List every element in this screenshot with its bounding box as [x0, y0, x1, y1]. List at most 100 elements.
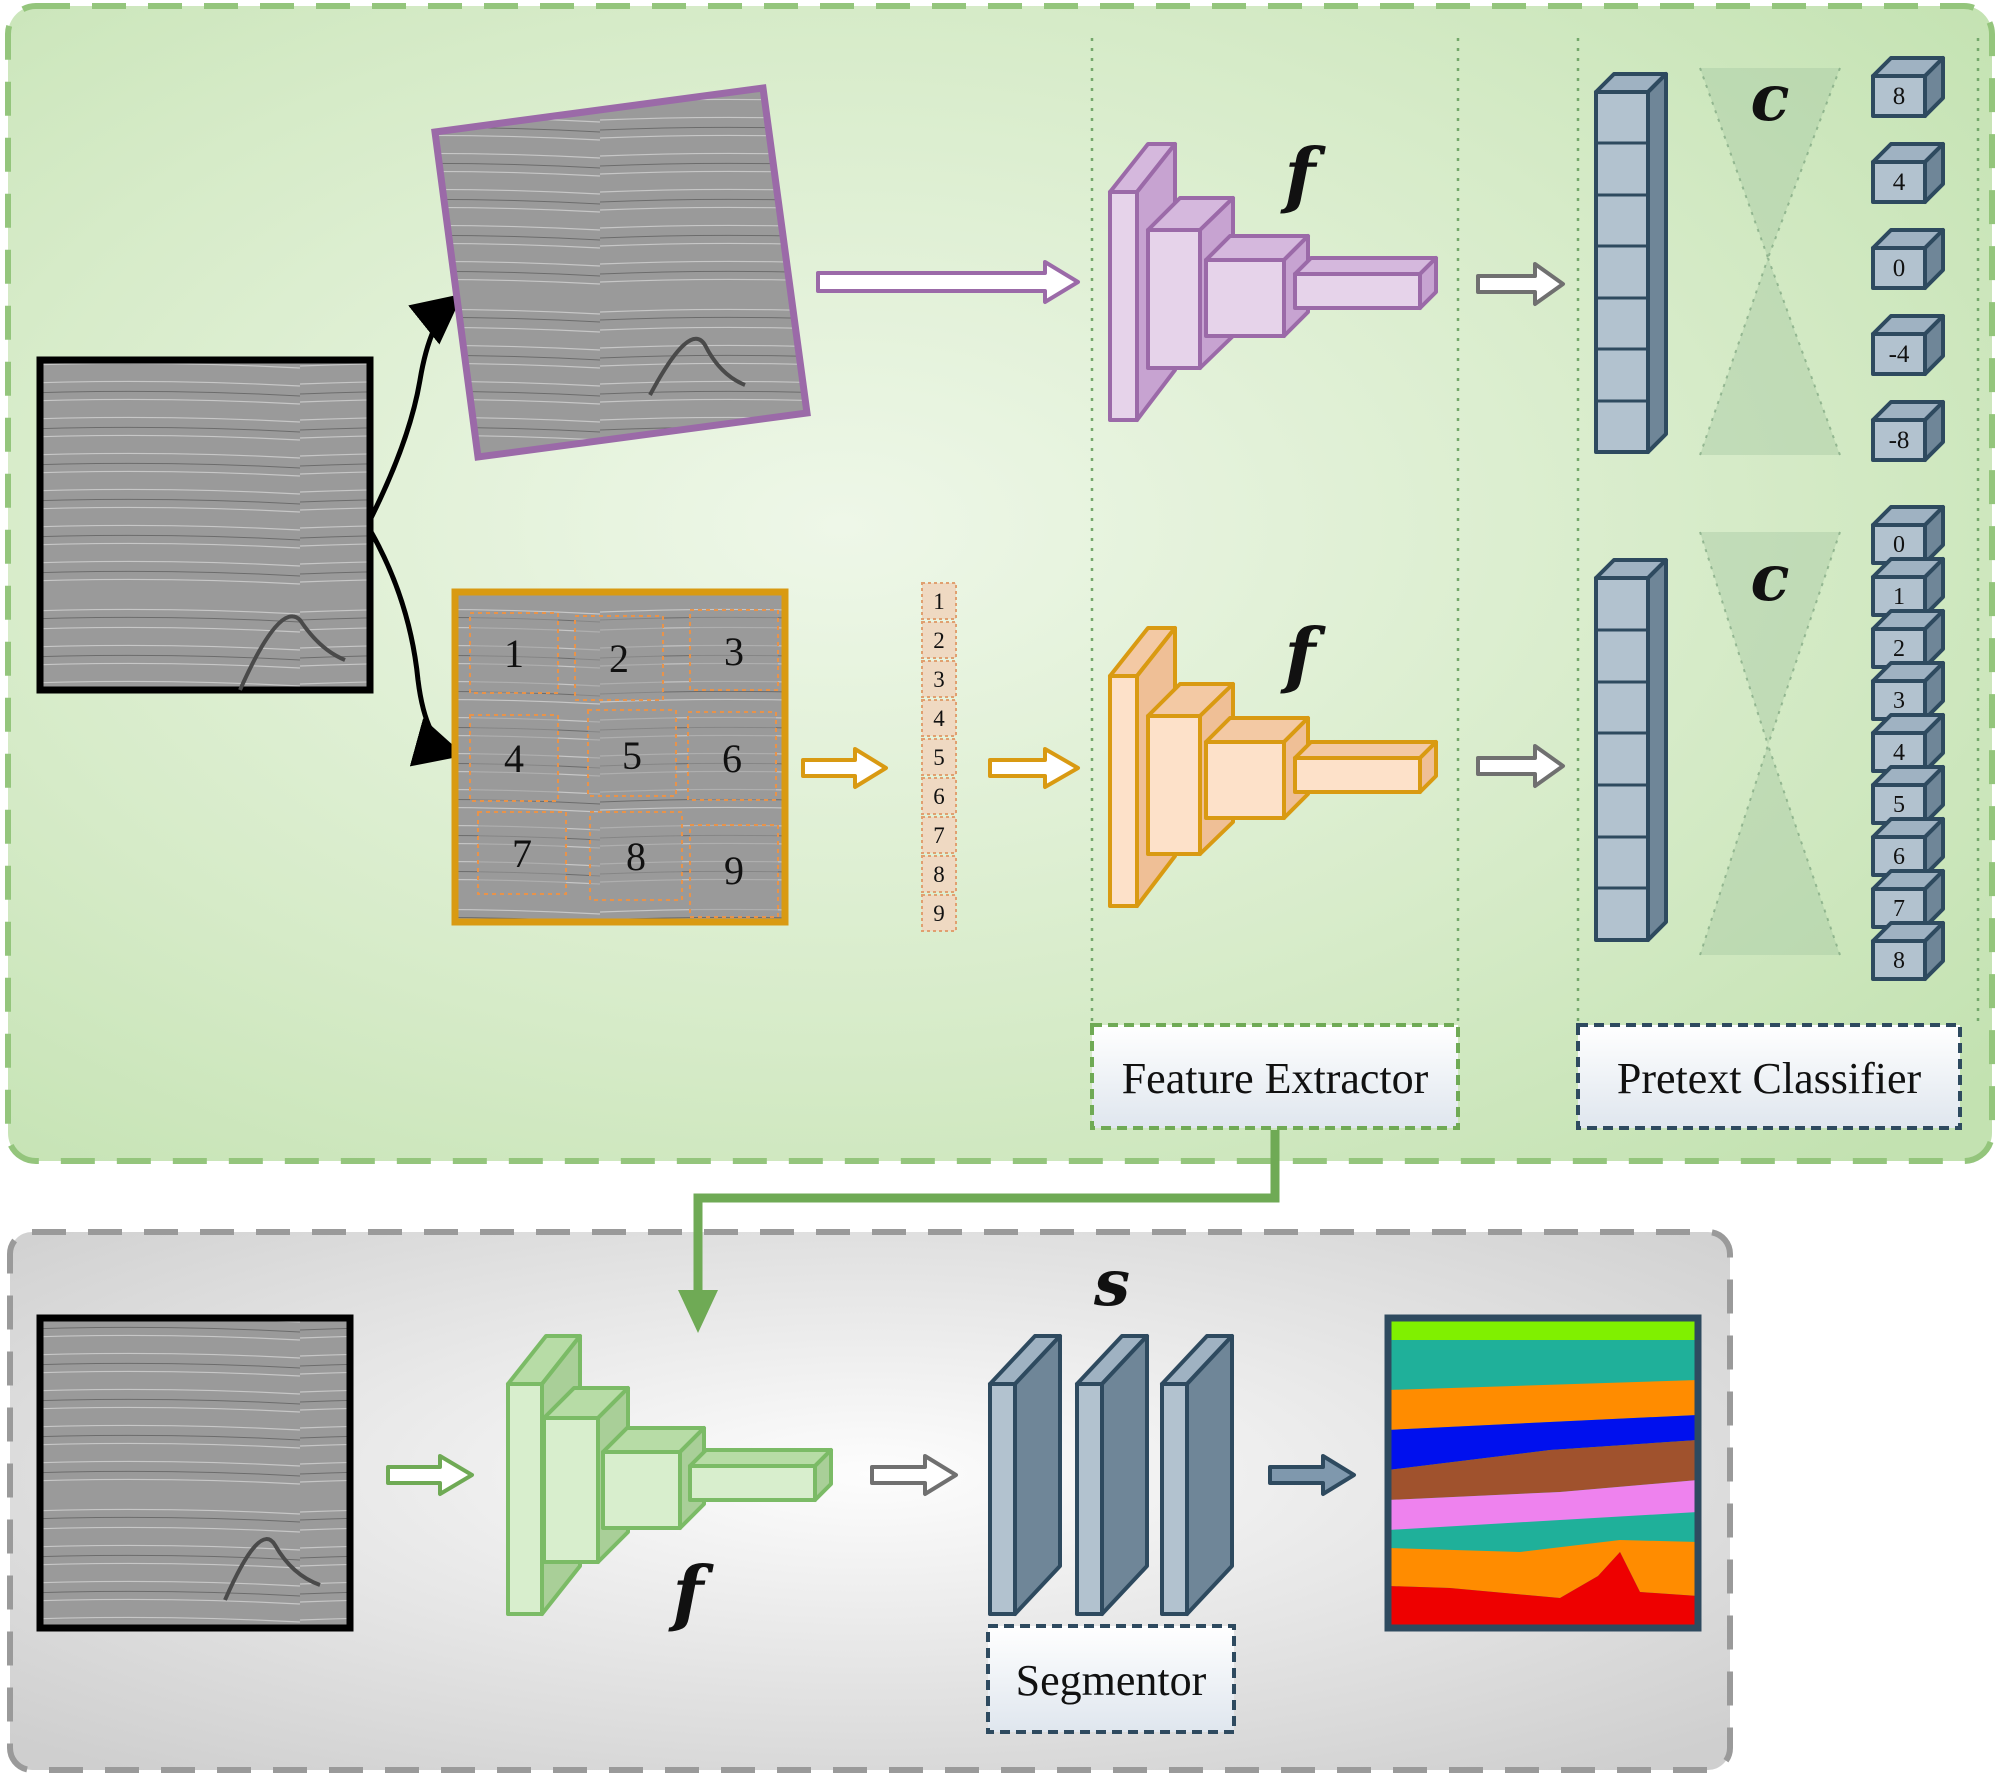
jigsaw-tile — [687, 711, 777, 801]
segmentation-output — [1384, 1314, 1702, 1632]
downstream-stage-panel — [7, 1229, 1733, 1773]
sequence-number: 7 — [933, 823, 945, 848]
permutation-output-cubes — [1871, 505, 1945, 981]
rotation-cube — [1871, 142, 1945, 204]
rotation-classifier-symbol: c — [1751, 61, 1790, 136]
rotation-output-cubes — [1871, 56, 1945, 462]
sequence-number: 9 — [933, 901, 945, 926]
permutation-cube — [1871, 713, 1945, 773]
rotation-label: -4 — [1889, 341, 1910, 368]
feature-extractor-downstream — [506, 1334, 833, 1616]
permutation-label: 4 — [1893, 740, 1905, 766]
permutation-label: 5 — [1893, 792, 1905, 818]
arrow-to-jigsaw — [367, 528, 465, 767]
downstream-input-image — [36, 1314, 354, 1632]
rotation-label: 0 — [1893, 255, 1906, 282]
feature-extractor-jigsaw — [1108, 626, 1438, 908]
jigsaw-tile-number: 9 — [724, 848, 744, 893]
column-separators — [1090, 38, 1980, 1025]
permutation-label: 1 — [1893, 584, 1905, 610]
sequence-number: 8 — [933, 862, 945, 887]
permutation-cube — [1871, 765, 1945, 825]
permutation-label: 2 — [1893, 636, 1905, 662]
segmentor-label: Segmentor — [1016, 1656, 1207, 1705]
downstream-image-fold — [223, 1537, 321, 1601]
downstream-arrow-1 — [386, 1454, 474, 1496]
permutation-cube — [1871, 921, 1945, 981]
arrow-to-rotation — [367, 293, 463, 522]
sequence-number: 1 — [933, 589, 945, 614]
rotation-cube — [1871, 400, 1945, 462]
rotation-cube — [1871, 314, 1945, 376]
rotation-label: 4 — [1893, 169, 1906, 196]
segmentor-layer — [988, 1334, 1062, 1616]
jigsaw-tiles — [469, 609, 779, 918]
jigsaw-tile — [574, 615, 664, 701]
sequence-number: 6 — [933, 784, 945, 809]
jigsaw-tile-number: 4 — [504, 736, 524, 781]
input-image-fold — [238, 614, 346, 691]
rotation-classifier-fan — [1700, 68, 1840, 455]
rotation-fan-lines — [1699, 67, 1841, 456]
jigsaw-tile-number: 5 — [622, 733, 642, 778]
jigsaw-tile — [469, 714, 559, 802]
jigsaw-tile — [587, 709, 677, 797]
rotated-seismic-image — [431, 84, 811, 461]
sequence-number: 5 — [933, 745, 945, 770]
permutation-label: 3 — [1893, 688, 1905, 714]
permutation-label: 0 — [1893, 532, 1905, 558]
segmentor-layers — [988, 1334, 1234, 1616]
feature-vector-rotation — [1594, 72, 1668, 454]
jigsaw-grey-arrow — [1476, 744, 1565, 788]
sequence-number: 2 — [933, 628, 945, 653]
jigsaw-tile — [469, 612, 559, 694]
permutation-cube — [1871, 557, 1945, 617]
jigsaw-classifier-fan — [1700, 532, 1840, 955]
input-seismic-image — [36, 356, 374, 694]
segmentor-label-box — [986, 1624, 1236, 1734]
transfer-weights-arrow — [693, 1130, 1280, 1290]
downstream-arrow-3 — [1268, 1454, 1356, 1496]
feature-extractor-rotation — [1108, 142, 1438, 422]
jigsaw-tile — [589, 811, 683, 901]
rotation-cube — [1871, 56, 1945, 118]
sequence-number: 3 — [933, 667, 945, 692]
jigsaw-tile-number: 2 — [609, 636, 629, 681]
permutation-label: 8 — [1893, 948, 1905, 974]
jigsaw-tile-number: 1 — [504, 631, 524, 676]
segmentor-symbol: s — [1093, 1246, 1130, 1321]
jigsaw-tile — [689, 609, 779, 691]
permutation-label: 7 — [1893, 896, 1905, 922]
rotation-label: 8 — [1893, 83, 1906, 110]
permutation-cube — [1871, 505, 1945, 565]
permutation-cube — [1871, 817, 1945, 877]
permutation-cube — [1871, 609, 1945, 669]
rotated-image-fold — [648, 336, 746, 396]
jigsaw-arrow-to-extractor — [988, 747, 1080, 789]
jigsaw-tile-number: 3 — [724, 629, 744, 674]
rotation-arrow — [816, 260, 1080, 304]
rotation-cube — [1871, 228, 1945, 290]
jigsaw-fan-lines — [1699, 531, 1841, 956]
feature-extractor-label-box — [1090, 1023, 1460, 1130]
pretext-classifier-label: Pretext Classifier — [1617, 1054, 1922, 1103]
permutation-cube — [1871, 869, 1945, 929]
jigsaw-tile-number: 8 — [626, 834, 646, 879]
segmentor-layer — [1075, 1334, 1149, 1616]
jigsaw-tile-number: 7 — [512, 831, 532, 876]
tile-sequence — [921, 582, 957, 932]
jigsaw-tile — [477, 811, 567, 895]
downstream-arrow-2 — [870, 1454, 958, 1496]
pretext-classifier-label-box — [1576, 1023, 1962, 1130]
jigsaw-classifier-symbol: c — [1751, 541, 1790, 616]
rotation-grey-arrow — [1476, 262, 1565, 306]
segmentor-layer — [1160, 1334, 1234, 1616]
permutation-cube — [1871, 661, 1945, 721]
jigsaw-tile — [689, 824, 779, 918]
jigsaw-arrow-to-sequence — [801, 747, 888, 789]
transfer-arrow-head — [678, 1290, 718, 1333]
sequence-number: 4 — [933, 706, 945, 731]
feature-vector-jigsaw — [1594, 558, 1668, 942]
rotation-label: -8 — [1889, 427, 1910, 454]
